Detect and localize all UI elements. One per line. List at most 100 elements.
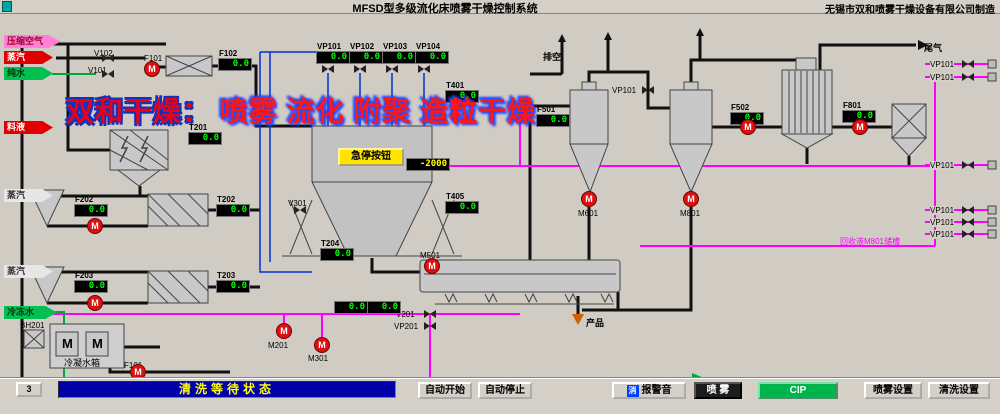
pump[interactable]: M xyxy=(87,295,103,311)
tail-gas-label: 尾气 xyxy=(924,43,943,53)
condensate-tank-label: 冷凝水箱 xyxy=(64,358,101,368)
motor-2-label: M xyxy=(92,336,103,351)
display-f501: 0.0 xyxy=(536,114,570,127)
spray-settings-button[interactable]: 喷雾设置 xyxy=(864,382,922,399)
valve-icon[interactable] xyxy=(322,65,334,73)
auto-stop-button[interactable]: 自动停止 xyxy=(478,382,532,399)
steam-arrow-2: 蒸汽 xyxy=(4,189,53,202)
display-value: -2000 xyxy=(406,158,450,171)
display-f203: 0.0 xyxy=(74,280,108,293)
product-label: 产品 xyxy=(586,318,605,328)
chilled-water-arrow: 冷冻水 xyxy=(4,306,57,319)
valve-icon[interactable] xyxy=(354,65,366,73)
pump[interactable]: M xyxy=(144,61,160,77)
bottom-bar: 3 清洗等待状态 自动开始 自动停止 消报警音 喷 雾 CIP 喷雾设置 清洗设置 xyxy=(0,378,1000,401)
tag-t201: T201 xyxy=(189,123,208,132)
tag-t204: T204 xyxy=(321,239,340,248)
label-vp101: VP101 xyxy=(930,230,955,239)
tag-t401: T401 xyxy=(446,81,465,90)
valve-icon[interactable] xyxy=(418,65,430,73)
tag-vp101: VP101 xyxy=(317,42,342,51)
label-m801: M801 xyxy=(680,209,701,218)
display-vp104: 0.0 xyxy=(415,51,449,64)
status-display: 清洗等待状态 xyxy=(58,381,396,398)
valve-icon[interactable] xyxy=(424,322,436,330)
pump[interactable]: M xyxy=(852,119,868,135)
mute-icon: 消 xyxy=(626,384,639,397)
title-bar: MFSD型多级流化床喷雾干燥控制系统 无锡市双和喷雾干燥设备有限公司制造 xyxy=(0,0,1000,16)
app-icon xyxy=(2,1,12,12)
emergency-stop-button[interactable]: 急停按钮 xyxy=(338,148,404,166)
display-f102: 0.0 xyxy=(218,58,252,71)
display-t405: 0.0 xyxy=(445,201,479,214)
display-t401: 0.0 xyxy=(445,90,479,103)
display-t202: 0.0 xyxy=(216,204,250,217)
valve-icon[interactable] xyxy=(962,60,974,68)
display-t203: 0.0 xyxy=(216,280,250,293)
pump[interactable]: M xyxy=(424,258,440,274)
valve-icon[interactable] xyxy=(642,86,654,94)
alarm-mute-button[interactable]: 消报警音 xyxy=(612,382,686,399)
window-title: MFSD型多级流化床喷雾干燥控制系统 xyxy=(352,3,538,15)
feed-liquid-arrow: 料液 xyxy=(4,121,53,134)
tag-t202: T202 xyxy=(217,195,236,204)
label-bh201: BH201 xyxy=(20,321,45,330)
spray-button-label: 喷 雾 xyxy=(706,385,730,396)
auto-start-button[interactable]: 自动开始 xyxy=(418,382,472,399)
display-t204: 0.0 xyxy=(320,248,354,261)
valve-icon[interactable] xyxy=(962,73,974,81)
compressed-air-arrow: 压缩空气 xyxy=(4,35,61,48)
display-value: 0.0 xyxy=(334,301,368,314)
valve-icon[interactable] xyxy=(962,230,974,238)
display-vp101: 0.0 xyxy=(316,51,350,64)
pump[interactable]: M xyxy=(683,191,699,207)
pump[interactable]: M xyxy=(740,119,756,135)
valve-icon[interactable] xyxy=(962,206,974,214)
label-vp101: VP101 xyxy=(612,86,637,95)
steam-arrow-3: 蒸汽 xyxy=(4,265,53,278)
tag-f502: F502 xyxy=(731,103,750,112)
cip-button[interactable]: CIP xyxy=(758,382,838,399)
label-vp101: VP101 xyxy=(930,60,955,69)
valve-icon[interactable] xyxy=(962,218,974,226)
tag-t203: T203 xyxy=(217,271,236,280)
tag-vp104: VP104 xyxy=(416,42,441,51)
label-vp101: VP101 xyxy=(930,161,955,170)
valve-icon[interactable] xyxy=(962,161,974,169)
cip-button-label: CIP xyxy=(789,385,807,396)
valve-icon[interactable] xyxy=(102,54,114,62)
tag-f801: F801 xyxy=(843,101,862,110)
tag-f203: F203 xyxy=(75,271,94,280)
pump[interactable]: M xyxy=(276,323,292,339)
label-vp201: VP201 xyxy=(394,322,419,331)
page-button[interactable]: 3 xyxy=(16,382,42,397)
valve-icon[interactable] xyxy=(102,70,114,78)
label-m301: M301 xyxy=(308,354,329,363)
label-m201: M201 xyxy=(268,341,289,350)
valve-icon[interactable] xyxy=(294,206,306,214)
pump[interactable]: M xyxy=(87,218,103,234)
steam-arrow-1: 蒸汽 xyxy=(4,51,53,64)
spray-settings-button-label: 喷雾设置 xyxy=(873,385,913,396)
alarm-mute-button-label: 报警音 xyxy=(641,385,672,396)
storage-tank-label: 回收液M801储槽 xyxy=(840,237,901,246)
tag-f202: F202 xyxy=(75,195,94,204)
pure-water-arrow: 纯水 xyxy=(4,67,53,80)
spray-button[interactable]: 喷 雾 xyxy=(694,382,742,399)
display-value: 0.0 xyxy=(367,301,401,314)
pump[interactable]: M xyxy=(581,191,597,207)
label-vp101: VP101 xyxy=(930,73,955,82)
valve-icon[interactable] xyxy=(424,310,436,318)
auto-start-button-label: 自动开始 xyxy=(425,385,465,396)
clean-settings-button[interactable]: 清洗设置 xyxy=(928,382,990,399)
vent-label: 排空 xyxy=(543,52,562,62)
valve-icon[interactable] xyxy=(386,65,398,73)
motor-1-label: M xyxy=(62,336,73,351)
pump[interactable]: M xyxy=(314,337,330,353)
tag-t405: T405 xyxy=(446,192,465,201)
tag-f501: F501 xyxy=(537,105,556,114)
label-vp101: VP101 xyxy=(930,218,955,227)
auto-stop-button-label: 自动停止 xyxy=(485,385,525,396)
tag-vp103: VP103 xyxy=(383,42,408,51)
